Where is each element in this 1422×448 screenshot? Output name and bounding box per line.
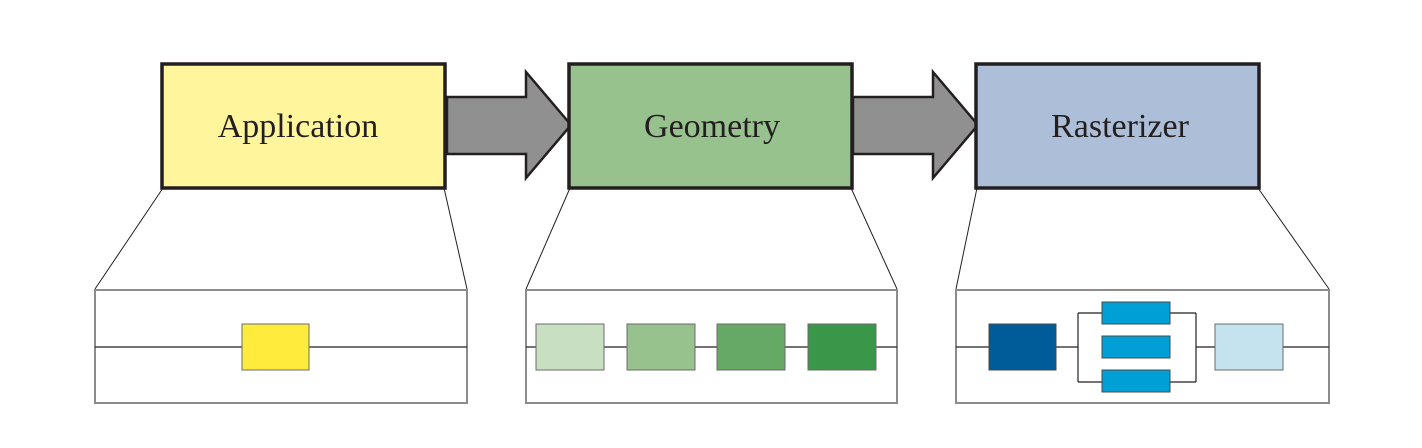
zoom-line-rasterizer-left (955, 187, 978, 290)
stage-geometry-box (567, 62, 854, 190)
zoom-line-geometry-right (850, 187, 898, 290)
zoom-line-application-right (443, 187, 468, 290)
stage-rasterizer-label: Rasterizer (1051, 108, 1189, 145)
detail-geometry-block-1 (535, 323, 605, 371)
detail-application-block (241, 323, 310, 371)
zoom-lines (94, 187, 1330, 290)
stage-application-label: Application (218, 108, 379, 145)
stage-application-box (160, 62, 447, 190)
stage-rasterizer: Rasterizer (974, 62, 1261, 190)
detail-rasterizer-parallel-block-3 (1101, 369, 1171, 393)
detail-rasterizer (955, 289, 1330, 404)
detail-geometry (525, 289, 898, 404)
detail-geometry-block-4 (807, 323, 877, 371)
detail-application (94, 289, 468, 404)
detail-rasterizer-last-block (1214, 323, 1284, 371)
stage-geometry-label: Geometry (644, 108, 780, 145)
stage-rasterizer-box (974, 62, 1261, 190)
zoom-line-rasterizer-right (1257, 187, 1330, 290)
arrow-application-to-geometry (445, 68, 573, 182)
arrow-geometry-to-rasterizer (851, 68, 980, 182)
detail-rasterizer-parallel-block-1 (1101, 301, 1171, 325)
detail-geometry-block-3 (716, 323, 786, 371)
detail-geometry-block-2 (626, 323, 696, 371)
zoom-line-application-left (94, 187, 164, 290)
stage-application: Application (160, 62, 447, 190)
stage-geometry: Geometry (567, 62, 854, 190)
zoom-line-geometry-left (525, 187, 571, 290)
detail-rasterizer-parallel-block-2 (1101, 335, 1171, 359)
detail-rasterizer-first-block (988, 323, 1057, 371)
